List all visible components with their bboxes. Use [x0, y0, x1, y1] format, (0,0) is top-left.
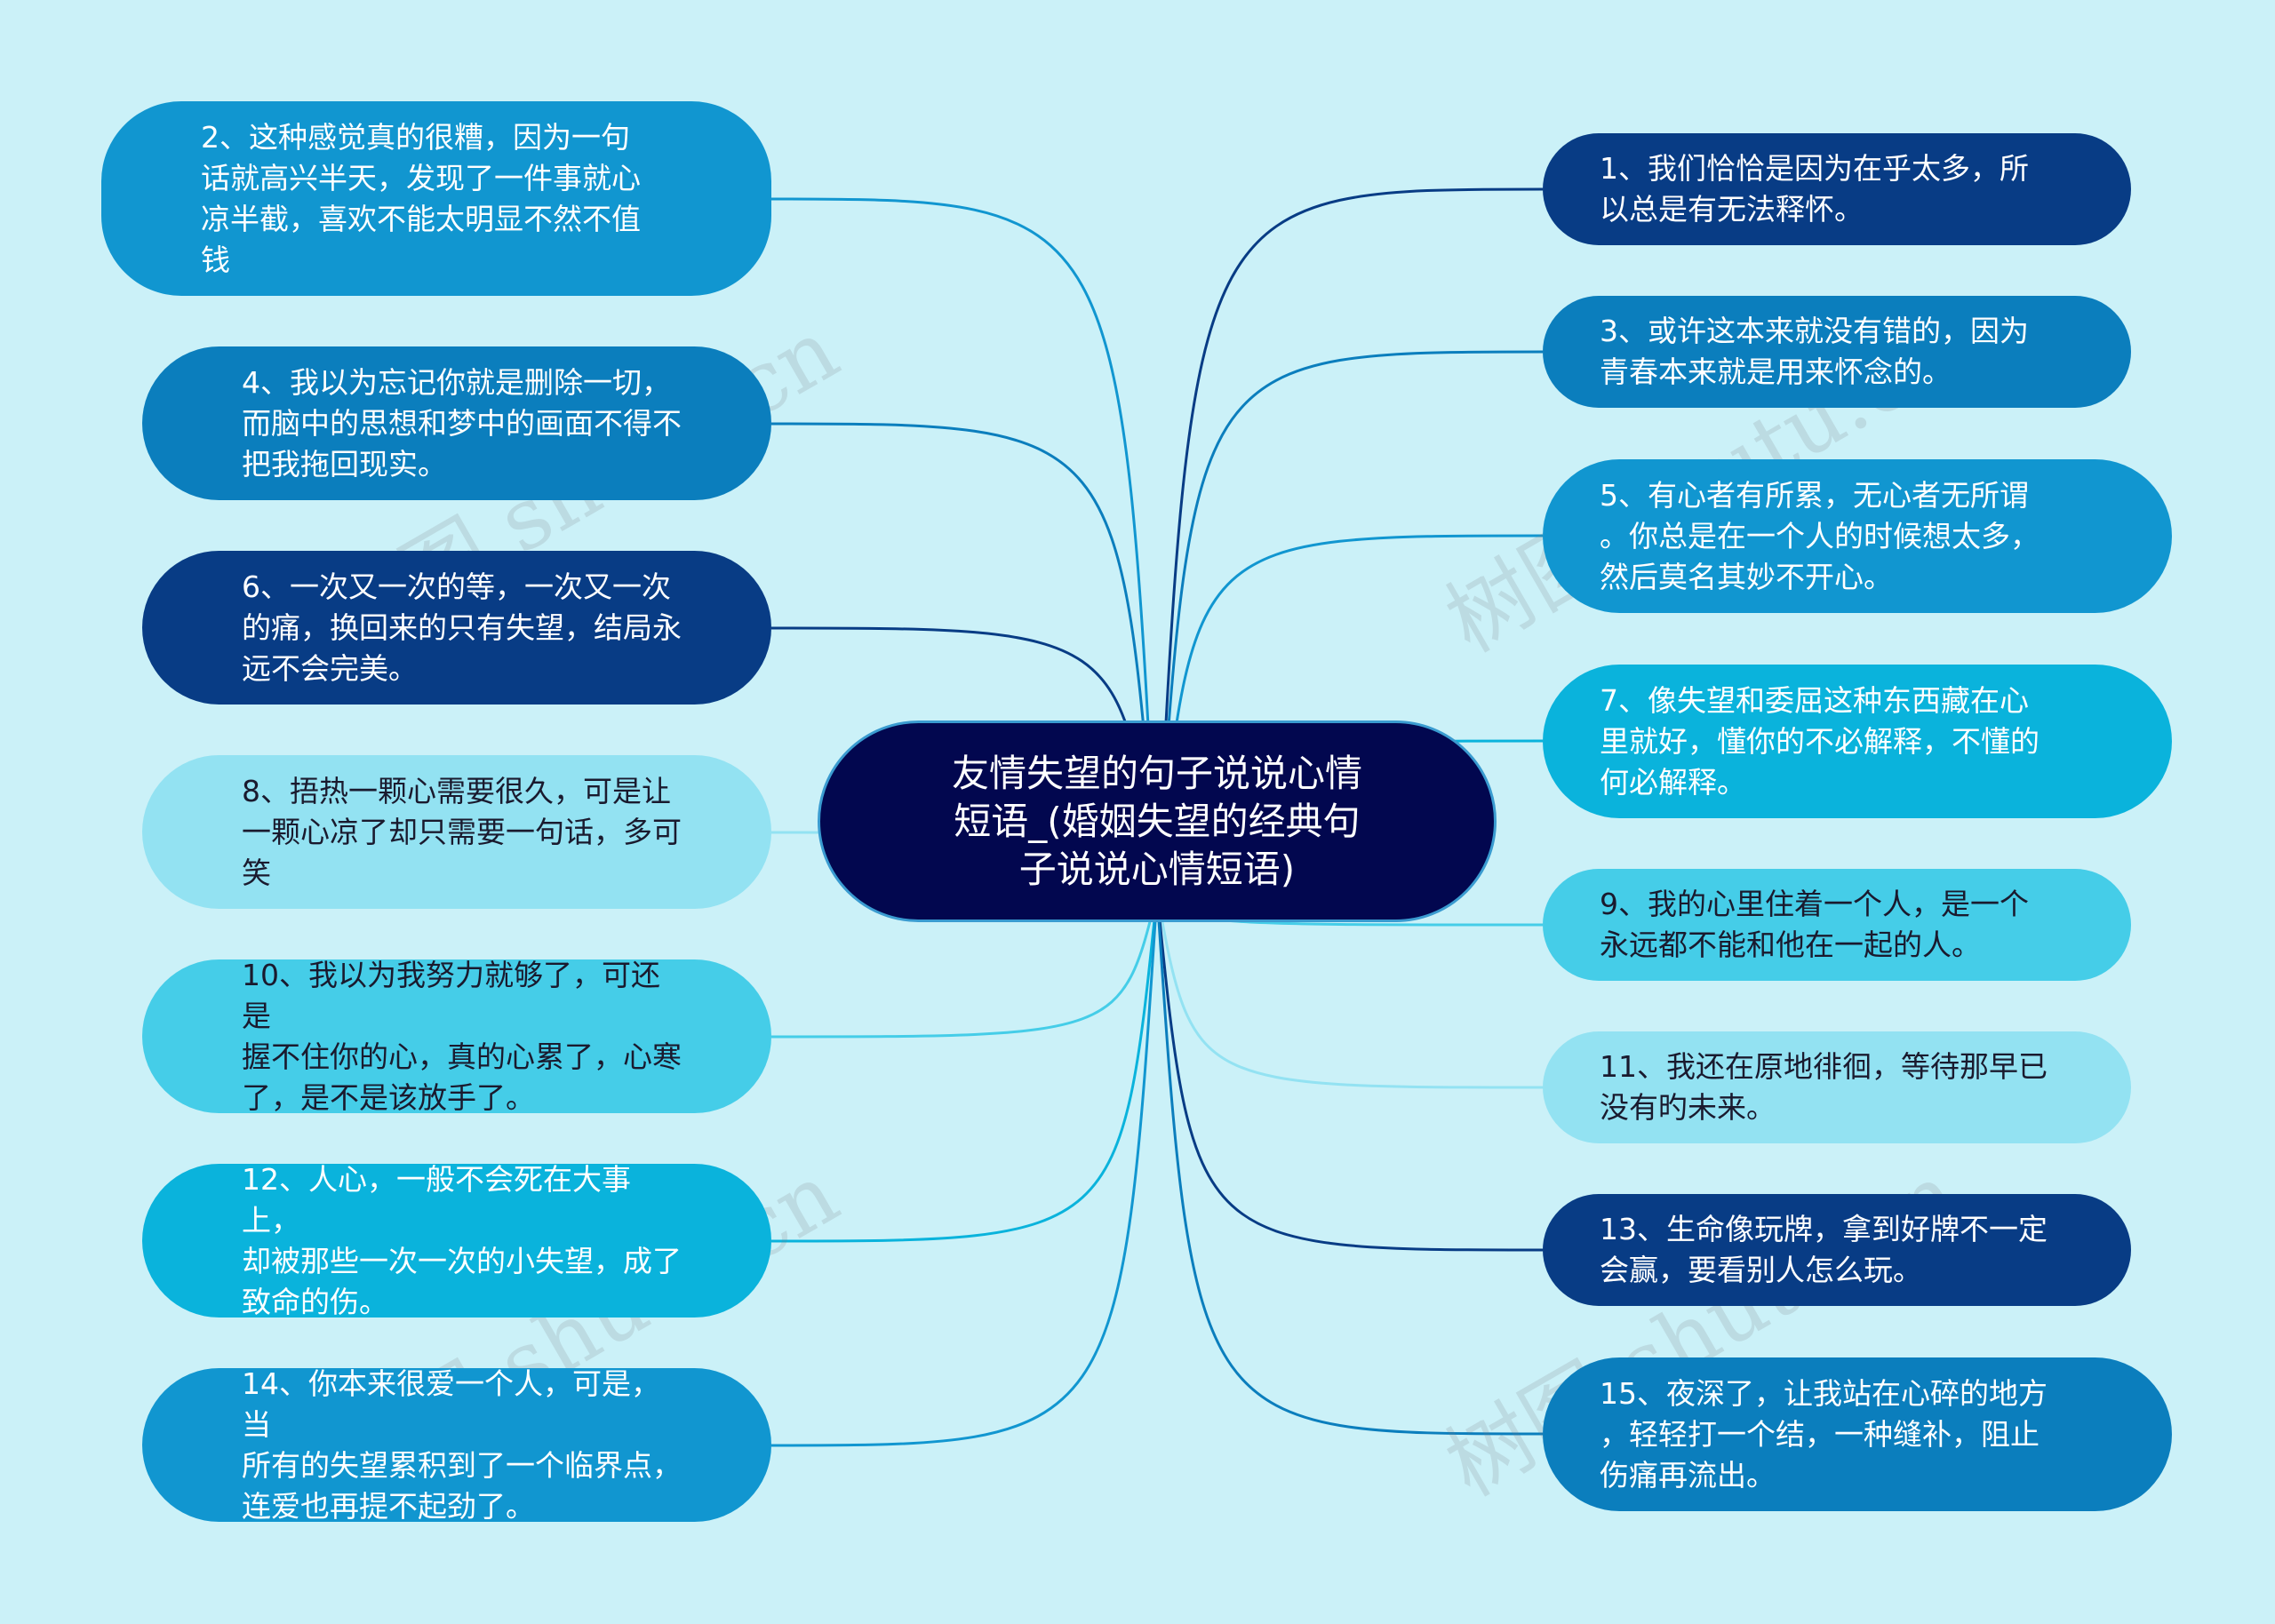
topic-node-label: 4、我以为忘记你就是删除一切， 而脑中的思想和梦中的画面不得不 把我拖回现实。 [242, 364, 682, 482]
connector-n4 [770, 422, 1159, 895]
connector-n10 [770, 893, 1159, 1039]
topic-node-label: 6、一次又一次的等，一次又一次 的痛，换回来的只有失望，结局永 远不会完美。 [242, 569, 682, 686]
topic-node-label: 7、像失望和委屈这种东西藏在心 里就好，懂你的不必解释，不懂的 何必解释。 [1600, 682, 2040, 800]
topic-node-5[interactable]: 5、有心者有所累，无心者无所谓 。你总是在一个人的时候想太多， 然后莫名其妙不开… [1543, 459, 2172, 613]
root-topic[interactable]: 友情失望的句子说说心情 短语_(婚姻失望的经典句 子说说心情短语) [818, 720, 1497, 922]
topic-node-4[interactable]: 4、我以为忘记你就是删除一切， 而脑中的思想和梦中的画面不得不 把我拖回现实。 [142, 346, 771, 500]
connector-n14 [770, 893, 1159, 1447]
root-topic-label: 友情失望的句子说说心情 短语_(婚姻失望的经典句 子说说心情短语) [951, 751, 1362, 891]
connector-n11 [1155, 893, 1544, 1089]
topic-node-2[interactable]: 2、这种感觉真的很糟，因为一句 话就高兴半天，发现了一件事就心 凉半截，喜欢不能… [101, 101, 771, 296]
connector-n13 [1155, 893, 1544, 1252]
topic-node-3[interactable]: 3、或许这本来就没有错的，因为 青春本来就是用来怀念的。 [1543, 296, 2131, 408]
topic-node-9[interactable]: 9、我的心里住着一个人，是一个 永远都不能和他在一起的人。 [1543, 869, 2131, 981]
topic-node-label: 14、你本来很爱一个人，可是，当 所有的失望累积到了一个临界点， 连爱也再提不起… [242, 1365, 682, 1524]
connector-n15 [1155, 893, 1544, 1436]
topic-node-label: 1、我们恰恰是因为在乎太多，所 以总是有无法释怀。 [1600, 151, 2029, 227]
connector-n12 [770, 893, 1159, 1243]
topic-node-15[interactable]: 15、夜深了，让我站在心碎的地方 ，轻轻打一个结，一种缝补，阻止 伤痛再流出。 [1543, 1357, 2172, 1511]
topic-node-13[interactable]: 13、生命像玩牌，拿到好牌不一定 会赢，要看别人怎么玩。 [1543, 1194, 2131, 1306]
topic-node-7[interactable]: 7、像失望和委屈这种东西藏在心 里就好，懂你的不必解释，不懂的 何必解释。 [1543, 665, 2172, 818]
topic-node-label: 9、我的心里住着一个人，是一个 永远都不能和他在一起的人。 [1600, 887, 2029, 962]
topic-node-label: 15、夜深了，让我站在心碎的地方 ，轻轻打一个结，一种缝补，阻止 伤痛再流出。 [1600, 1375, 2048, 1493]
topic-node-6[interactable]: 6、一次又一次的等，一次又一次 的痛，换回来的只有失望，结局永 远不会完美。 [142, 551, 771, 705]
topic-node-label: 2、这种感觉真的很糟，因为一句 话就高兴半天，发现了一件事就心 凉半截，喜欢不能… [201, 119, 641, 277]
topic-node-label: 5、有心者有所累，无心者无所谓 。你总是在一个人的时候想太多， 然后莫名其妙不开… [1600, 477, 2040, 594]
connector-n2 [770, 197, 1159, 895]
connector-n1 [1155, 187, 1544, 895]
connector-n3 [1155, 350, 1544, 895]
topic-node-10[interactable]: 10、我以为我努力就够了，可还是 握不住你的心，真的心累了，心寒 了，是不是该放… [142, 958, 771, 1115]
topic-node-label: 11、我还在原地徘徊，等待那早已 没有旳未来。 [1600, 1049, 2048, 1125]
topic-node-1[interactable]: 1、我们恰恰是因为在乎太多，所 以总是有无法释怀。 [1543, 133, 2131, 245]
topic-node-12[interactable]: 12、人心，一般不会死在大事上， 却被那些一次一次的小失望，成了 致命的伤。 [142, 1162, 771, 1319]
topic-node-label: 10、我以为我努力就够了，可还是 握不住你的心，真的心累了，心寒 了，是不是该放… [242, 957, 682, 1115]
topic-node-label: 13、生命像玩牌，拿到好牌不一定 会赢，要看别人怎么玩。 [1600, 1212, 2048, 1287]
topic-node-8[interactable]: 8、捂热一颗心需要很久，可是让 一颗心凉了却只需要一句话，多可 笑 [142, 755, 771, 909]
topic-node-label: 12、人心，一般不会死在大事上， 却被那些一次一次的小失望，成了 致命的伤。 [242, 1161, 682, 1319]
topic-node-label: 8、捂热一颗心需要很久，可是让 一颗心凉了却只需要一句话，多可 笑 [242, 773, 682, 890]
topic-node-11[interactable]: 11、我还在原地徘徊，等待那早已 没有旳未来。 [1543, 1031, 2131, 1143]
topic-node-label: 3、或许这本来就没有错的，因为 青春本来就是用来怀念的。 [1600, 314, 2029, 389]
topic-node-14[interactable]: 14、你本来很爱一个人，可是，当 所有的失望累积到了一个临界点， 连爱也再提不起… [142, 1366, 771, 1524]
